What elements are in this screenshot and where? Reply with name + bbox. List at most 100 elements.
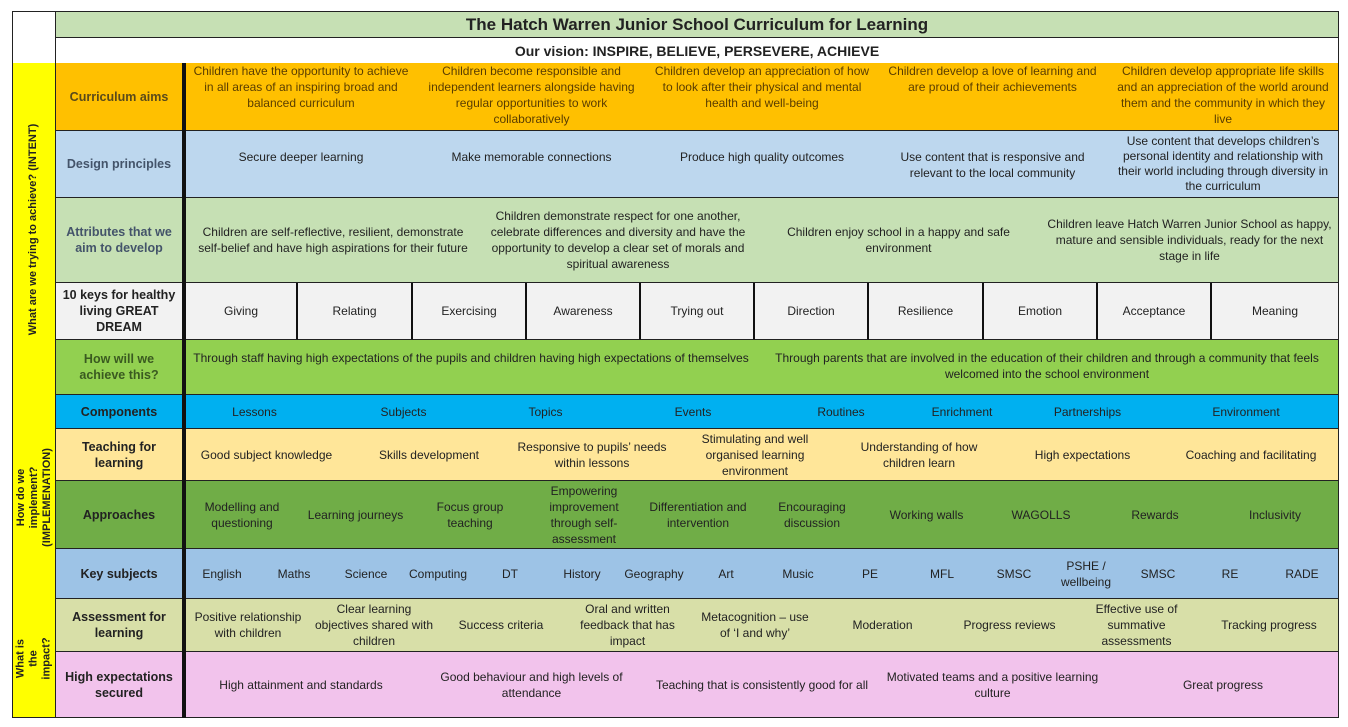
section-implementation-label: How do we implement? (IMPLEMENATION) <box>14 447 53 547</box>
assessment-for-learning-cell: Oral and written feedback that has impac… <box>564 599 692 652</box>
approaches-cell: Inclusivity <box>1212 481 1339 549</box>
design-principles-label: Design principles <box>55 131 183 198</box>
assessment-for-learning-cell: Success criteria <box>438 599 565 652</box>
healthy-living-keys-cell: Giving <box>186 283 299 340</box>
approaches-cell: WAGOLLS <box>984 481 1099 549</box>
assessment-for-learning-cell: Progress reviews <box>946 599 1074 652</box>
how-achieve-label: How will we achieve this? <box>55 340 183 395</box>
approaches-cell: Encouraging discussion <box>755 481 870 549</box>
approaches-label: Approaches <box>55 481 183 549</box>
key-subjects-label: Key subjects <box>55 549 183 599</box>
high-expectations-cell: Motivated teams and a positive learning … <box>877 652 1109 718</box>
teaching-for-learning-cell: Skills development <box>347 429 512 481</box>
corner-blank <box>12 11 56 64</box>
healthy-living-keys-cell: Meaning <box>1212 283 1339 340</box>
curriculum-aims-label: Curriculum aims <box>55 63 183 131</box>
healthy-living-keys-cell: Relating <box>298 283 414 340</box>
design-principles-cell: Use content that develops children’s per… <box>1108 131 1339 198</box>
teaching-for-learning-cell: Understanding of how children learn <box>837 429 1002 481</box>
key-subjects-cell: Maths <box>258 549 331 599</box>
key-subjects-cell: PE <box>834 549 907 599</box>
how-achieve-cell: Through staff having high expectations o… <box>186 340 757 395</box>
approaches-cell: Rewards <box>1098 481 1213 549</box>
key-subjects-cell: RE <box>1194 549 1267 599</box>
design-principles-cell: Make memorable connections <box>416 131 648 198</box>
curriculum-aims-cell: Children have the opportunity to achieve… <box>186 63 417 131</box>
assessment-for-learning-cell: Moderation <box>819 599 947 652</box>
approaches-cell: Empowering improvement through self-asse… <box>527 481 642 549</box>
attributes-cell: Children demonstrate respect for one ano… <box>480 198 757 283</box>
attributes-cell: Children are self-reflective, resilient,… <box>186 198 481 283</box>
attributes-label: Attributes that we aim to develop <box>55 198 183 283</box>
components-cell: Enrichment <box>903 395 1022 429</box>
high-expectations-cell: Good behaviour and high levels of attend… <box>416 652 648 718</box>
healthy-living-keys-cell: Resilience <box>869 283 985 340</box>
key-subjects-cell: Science <box>330 549 403 599</box>
high-expectations-cell: High attainment and standards <box>186 652 417 718</box>
components-cell: Events <box>607 395 780 429</box>
curriculum-aims-cell: Children become responsible and independ… <box>416 63 648 131</box>
healthy-living-keys-cell: Direction <box>755 283 870 340</box>
approaches-cell: Modelling and questioning <box>186 481 299 549</box>
key-subjects-cell: MFL <box>906 549 979 599</box>
section-implementation: How do we implement? (IMPLEMENATION) <box>12 395 56 600</box>
assessment-for-learning-cell: Metacognition – use of ‘I and why’ <box>691 599 820 652</box>
healthy-living-keys-cell: Acceptance <box>1098 283 1213 340</box>
key-subjects-cell: Geography <box>618 549 691 599</box>
components-cell: Subjects <box>323 395 485 429</box>
assessment-for-learning-cell: Effective use of summative assessments <box>1073 599 1201 652</box>
components-label: Components <box>55 395 183 429</box>
key-subjects-cell: English <box>186 549 259 599</box>
curriculum-aims-cell: Children develop a love of learning and … <box>877 63 1109 131</box>
teaching-for-learning-cell: High expectations <box>1001 429 1165 481</box>
components-cell: Topics <box>484 395 608 429</box>
curriculum-aims-cell: Children develop appropriate life skills… <box>1108 63 1339 131</box>
healthy-living-keys-cell: Exercising <box>413 283 528 340</box>
teaching-for-learning-cell: Coaching and facilitating <box>1164 429 1339 481</box>
teaching-for-learning-cell: Stimulating and well organised learning … <box>673 429 838 481</box>
assessment-for-learning-cell: Positive relationship with children <box>186 599 311 652</box>
attributes-cell: Children leave Hatch Warren Junior Schoo… <box>1041 198 1339 283</box>
design-principles-cell: Secure deeper learning <box>186 131 417 198</box>
section-intent: What are we trying to achieve? (INTENT) <box>12 63 56 396</box>
teaching-for-learning-cell: Good subject knowledge <box>186 429 348 481</box>
key-subjects-cell: PSHE / wellbeing <box>1050 549 1123 599</box>
components-cell: Routines <box>779 395 904 429</box>
healthy-living-keys-label: 10 keys for healthy living GREAT DREAM <box>55 283 183 340</box>
high-expectations-cell: Great progress <box>1108 652 1339 718</box>
approaches-cell: Learning journeys <box>298 481 414 549</box>
assessment-for-learning-cell: Clear learning objectives shared with ch… <box>310 599 439 652</box>
teaching-for-learning-cell: Responsive to pupils’ needs within lesso… <box>511 429 674 481</box>
high-expectations-label: High expectations secured <box>55 652 183 718</box>
vision-statement: Our vision: INSPIRE, BELIEVE, PERSEVERE,… <box>55 37 1339 64</box>
section-intent-label: What are we trying to achieve? (INTENT) <box>27 123 40 335</box>
key-subjects-cell: History <box>546 549 619 599</box>
approaches-cell: Differentiation and intervention <box>641 481 756 549</box>
key-subjects-cell: SMSC <box>978 549 1051 599</box>
design-principles-cell: Produce high quality outcomes <box>647 131 878 198</box>
curriculum-aims-cell: Children develop an appreciation of how … <box>647 63 878 131</box>
approaches-cell: Working walls <box>869 481 985 549</box>
attributes-cell: Children enjoy school in a happy and saf… <box>756 198 1042 283</box>
healthy-living-keys-cell: Trying out <box>641 283 756 340</box>
section-impact: What is the impact? <box>12 599 56 718</box>
key-subjects-cell: Art <box>690 549 763 599</box>
how-achieve-cell: Through parents that are involved in the… <box>756 340 1339 395</box>
key-subjects-cell: SMSC <box>1122 549 1195 599</box>
key-subjects-cell: Music <box>762 549 835 599</box>
approaches-cell: Focus group teaching <box>413 481 528 549</box>
key-subjects-cell: DT <box>474 549 547 599</box>
key-subjects-cell: Computing <box>402 549 475 599</box>
assessment-for-learning-cell: Tracking progress <box>1200 599 1339 652</box>
healthy-living-keys-cell: Awareness <box>527 283 642 340</box>
assessment-for-learning-label: Assessment for learning <box>55 599 183 652</box>
components-cell: Environment <box>1154 395 1339 429</box>
page-title: The Hatch Warren Junior School Curriculu… <box>55 11 1339 38</box>
design-principles-cell: Use content that is responsive and relev… <box>877 131 1109 198</box>
components-cell: Partnerships <box>1021 395 1155 429</box>
thick-divider <box>182 63 186 718</box>
teaching-for-learning-label: Teaching for learning <box>55 429 183 481</box>
key-subjects-cell: RADE <box>1266 549 1339 599</box>
healthy-living-keys-cell: Emotion <box>984 283 1099 340</box>
components-cell: Lessons <box>186 395 324 429</box>
